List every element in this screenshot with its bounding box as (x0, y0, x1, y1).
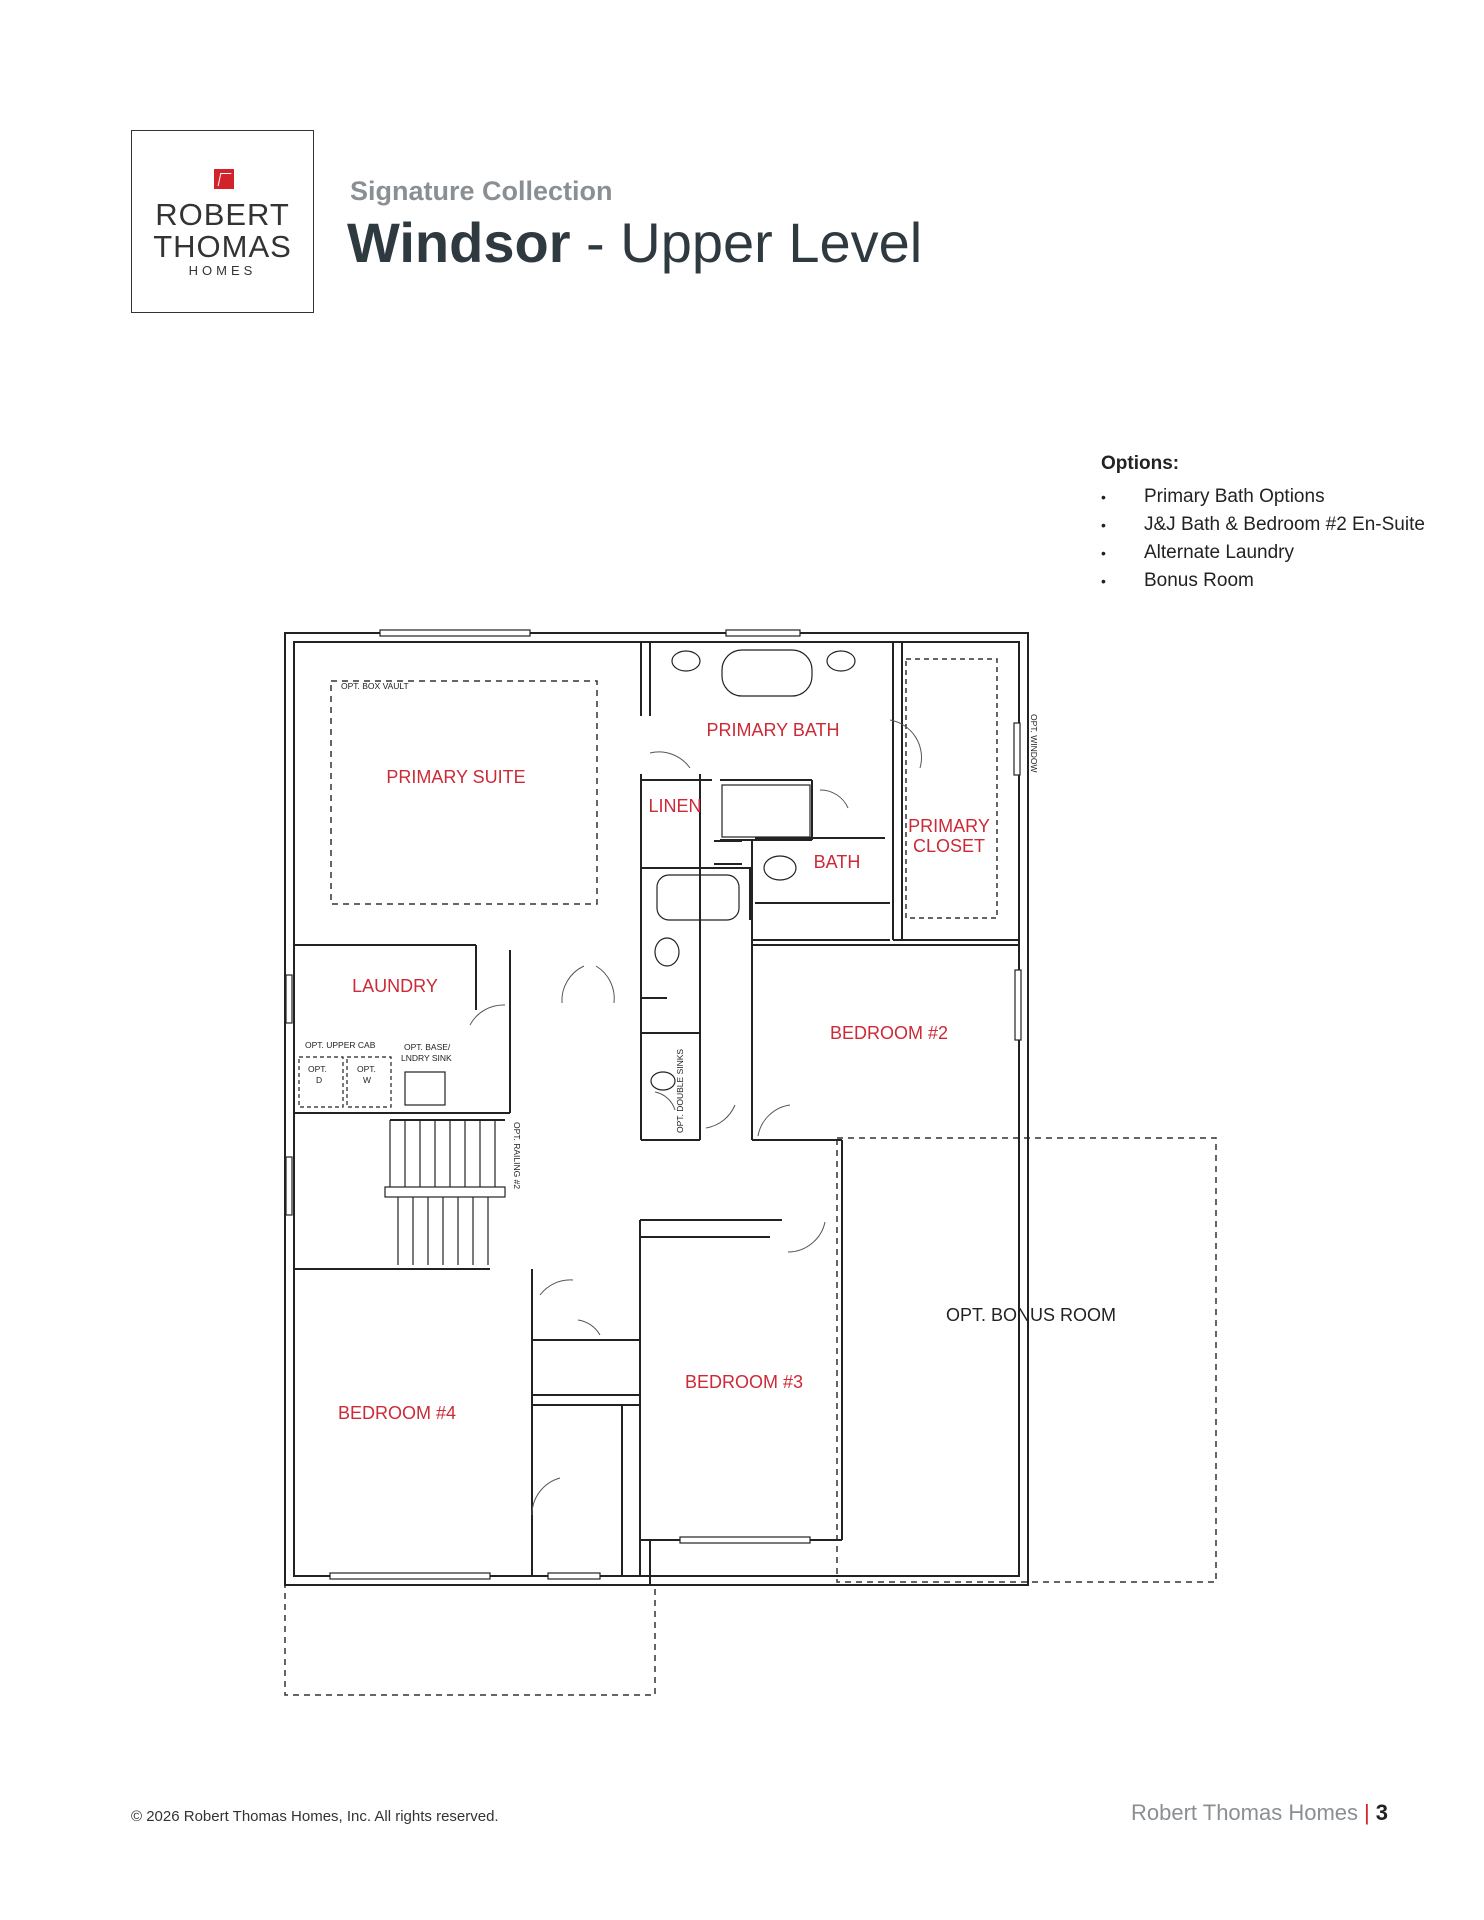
copyright: © 2026 Robert Thomas Homes, Inc. All rig… (131, 1808, 499, 1825)
note-opt-d-1: OPT. (308, 1064, 327, 1074)
note-base-sink-2: LNDRY SINK (401, 1053, 452, 1063)
note-opt-window: OPT. WINDOW (1029, 714, 1039, 773)
label-primary-closet-2: CLOSET (913, 836, 985, 856)
plan-room-labels: PRIMARY SUITE PRIMARY BATH LINEN BATH PR… (338, 720, 1116, 1423)
title-level: - Upper Level (570, 211, 923, 274)
note-opt-w-2: W (363, 1075, 371, 1085)
note-opt-d-2: D (316, 1075, 322, 1085)
logo-line-3: HOMES (188, 263, 257, 278)
plan-stairs (384, 1120, 506, 1265)
label-linen: LINEN (648, 796, 701, 816)
plan-fixtures (298, 649, 856, 1108)
label-bedroom-2: BEDROOM #2 (830, 1023, 948, 1043)
label-primary-closet-1: PRIMARY (908, 816, 990, 836)
page-title: Windsor - Upper Level (347, 210, 922, 275)
plan-windows (285, 629, 1022, 1580)
note-box-vault: OPT. BOX VAULT (341, 681, 409, 691)
label-bedroom-3: BEDROOM #3 (685, 1372, 803, 1392)
option-item: Bonus Room (1101, 567, 1425, 595)
label-bonus-room: OPT. BONUS ROOM (946, 1305, 1116, 1325)
label-laundry: LAUNDRY (352, 976, 438, 996)
plan-walls (284, 632, 1029, 1586)
note-opt-w-1: OPT. (357, 1064, 376, 1074)
page-subtitle: Signature Collection (350, 176, 613, 206)
options-list: Options: Primary Bath Options J&J Bath &… (1101, 453, 1425, 595)
page-footer: Robert Thomas Homes|3 (1131, 1800, 1388, 1826)
option-item: Primary Bath Options (1101, 483, 1425, 511)
note-double-sinks: OPT. DOUBLE SINKS (675, 1049, 685, 1133)
footer-separator: | (1364, 1800, 1370, 1825)
logo: ROBERT THOMAS HOMES (131, 130, 314, 313)
note-base-sink-1: OPT. BASE/ (404, 1042, 451, 1052)
label-bath: BATH (814, 852, 861, 872)
plan-dashed-options (284, 658, 1217, 1696)
plan-notes: OPT. BOX VAULT OPT. WINDOW OPT. UPPER CA… (305, 681, 1039, 1189)
logo-line-2: THOMAS (153, 229, 292, 264)
logo-mark-icon (214, 169, 234, 189)
label-bedroom-4: BEDROOM #4 (338, 1403, 456, 1423)
label-primary-bath: PRIMARY BATH (706, 720, 839, 740)
logo-line-1: ROBERT (155, 197, 290, 232)
plan-door-swings (469, 719, 922, 1516)
label-primary-suite: PRIMARY SUITE (386, 767, 525, 787)
page-number: 3 (1375, 1800, 1388, 1825)
footer-brand: Robert Thomas Homes (1131, 1800, 1359, 1825)
options-heading: Options: (1101, 453, 1180, 474)
option-item: J&J Bath & Bedroom #2 En-Suite (1101, 511, 1425, 539)
note-railing: OPT. RAILING #2 (512, 1122, 522, 1189)
option-item: Alternate Laundry (1101, 539, 1425, 567)
title-plan-name: Windsor (347, 211, 571, 274)
note-upper-cab: OPT. UPPER CAB (305, 1040, 376, 1050)
